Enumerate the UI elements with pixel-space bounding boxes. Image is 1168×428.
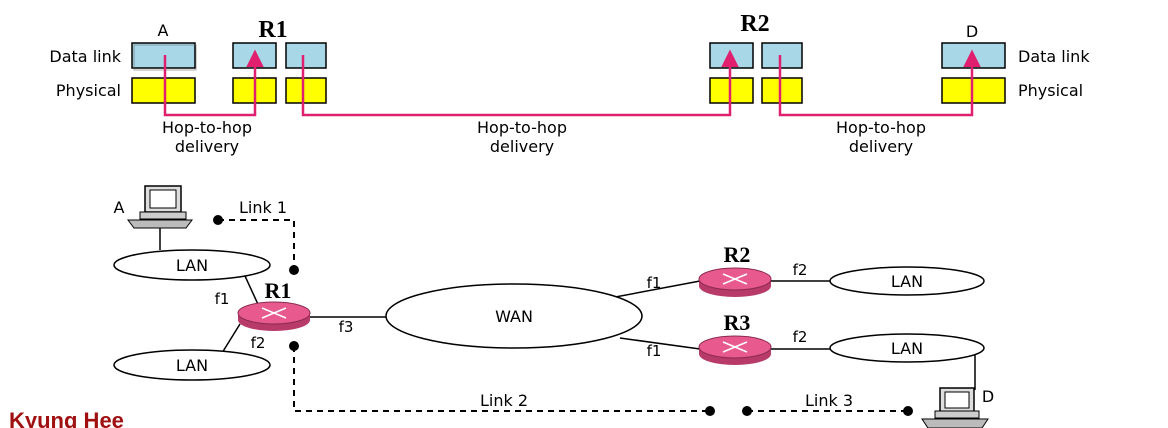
router-r1-top-label: R1 bbox=[258, 17, 287, 43]
r2-in-data-link-box bbox=[709, 42, 754, 69]
physical-right-label: Physical bbox=[1018, 81, 1083, 100]
hop2-label-line2: delivery bbox=[490, 137, 554, 156]
host-d-computer-icon bbox=[921, 387, 989, 428]
lan-bottom-left-label: LAN bbox=[176, 356, 208, 375]
router-r1-stack bbox=[232, 42, 327, 104]
hop1-label-line1: Hop-to-hop bbox=[162, 118, 252, 137]
footer-kyung-hee: Kyung Hee bbox=[9, 408, 124, 428]
wan-to-r2-link bbox=[609, 280, 701, 299]
router-r2-icon bbox=[698, 267, 772, 297]
host-a-computer-icon bbox=[127, 185, 193, 229]
link1-path bbox=[218, 219, 295, 268]
r1-out-data-link-box bbox=[285, 42, 327, 69]
r1-f2-to-lan-link bbox=[221, 323, 241, 354]
link3-end-dot bbox=[903, 406, 913, 416]
router-r2-label: R2 bbox=[724, 242, 751, 267]
lan-r3 bbox=[829, 333, 985, 363]
r1-out-physical-box bbox=[285, 77, 327, 104]
link3-label: Link 3 bbox=[805, 391, 853, 410]
lan-r2 bbox=[829, 266, 985, 296]
node-d-physical-box bbox=[941, 77, 1006, 104]
link1-label: Link 1 bbox=[239, 198, 287, 217]
router-r1-icon bbox=[237, 301, 311, 331]
hop3-path bbox=[778, 49, 981, 117]
data-link-right-label: Data link bbox=[1018, 47, 1090, 66]
wan-to-r3-link bbox=[619, 337, 701, 350]
r1-f3-label: f3 bbox=[339, 318, 354, 336]
r2-out-physical-box bbox=[761, 77, 803, 104]
r3-f1-label: f1 bbox=[647, 342, 662, 360]
node-a-label: A bbox=[158, 21, 169, 40]
link2-path bbox=[293, 346, 710, 412]
wan-label: WAN bbox=[495, 307, 533, 326]
node-d-label: D bbox=[966, 22, 978, 41]
hop3-label-line2: delivery bbox=[849, 137, 913, 156]
lan-top-left bbox=[113, 249, 271, 281]
physical-left-label: Physical bbox=[56, 81, 121, 100]
hop2-path bbox=[301, 49, 739, 117]
lan-r2-label: LAN bbox=[891, 272, 923, 291]
link3-start-dot bbox=[742, 406, 752, 416]
wan-cloud bbox=[385, 283, 643, 349]
node-a-stack bbox=[131, 42, 197, 104]
host-a-label: A bbox=[114, 198, 125, 217]
hop3-label-line1: Hop-to-hop bbox=[836, 118, 926, 137]
r2-f1-label: f1 bbox=[647, 274, 662, 292]
node-a-data-link-box bbox=[131, 42, 196, 69]
top-layer-diagram: A R1 R2 D Data link Physical Data link P… bbox=[49, 11, 1090, 156]
router-r2-top-label: R2 bbox=[740, 11, 769, 37]
network-topology-diagram: LAN LAN WAN LAN LAN R1 R2 R3 bbox=[113, 185, 994, 428]
r1-f1-label: f1 bbox=[215, 290, 230, 308]
lan-top-left-label: LAN bbox=[176, 256, 208, 275]
hop1-label-line2: delivery bbox=[175, 137, 239, 156]
data-link-left-label: Data link bbox=[49, 47, 121, 66]
router-r2-stack bbox=[709, 42, 803, 104]
node-d-stack bbox=[941, 42, 1006, 104]
router-r3-label: R3 bbox=[724, 310, 751, 335]
router-r1-label: R1 bbox=[265, 278, 292, 303]
link2-label: Link 2 bbox=[480, 391, 528, 410]
node-d-data-link-box bbox=[941, 42, 1006, 69]
r2-out-data-link-box bbox=[761, 42, 803, 69]
r3-f2-label: f2 bbox=[793, 328, 808, 346]
host-d-label: D bbox=[982, 387, 994, 406]
router-r3-icon bbox=[698, 335, 772, 365]
link1-start-dot bbox=[213, 215, 223, 225]
hop1-path bbox=[163, 49, 264, 117]
hop2-label-line1: Hop-to-hop bbox=[477, 118, 567, 137]
link2-end-dot bbox=[705, 406, 715, 416]
r2-f2-label: f2 bbox=[793, 261, 808, 279]
link2-start-dot bbox=[289, 341, 299, 351]
node-a-physical-box bbox=[131, 77, 196, 104]
lan-bottom-left bbox=[113, 349, 271, 381]
r2-in-physical-box bbox=[709, 77, 754, 104]
lan-r3-label: LAN bbox=[891, 339, 923, 358]
r1-f2-label: f2 bbox=[251, 334, 266, 352]
link1-end-dot bbox=[289, 265, 299, 275]
